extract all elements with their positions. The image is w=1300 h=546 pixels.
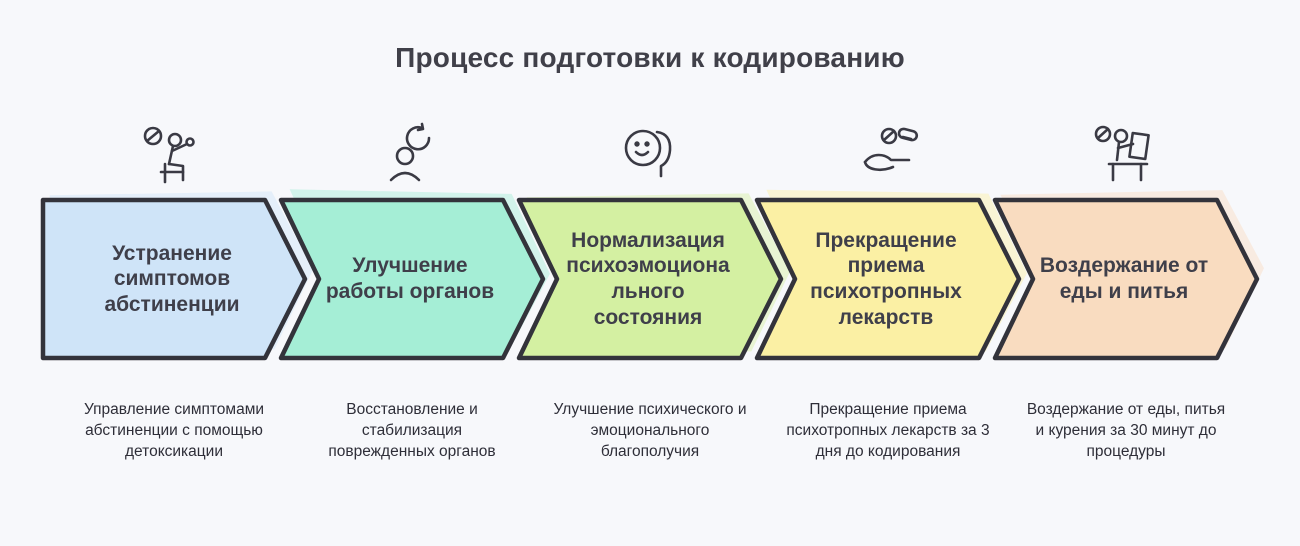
process-step-2: Улучшение работы органов Восстановление … bbox=[277, 108, 550, 463]
step-3-description: Улучшение психического и эмоционального … bbox=[553, 401, 747, 460]
chevron-shape-1 bbox=[40, 197, 308, 361]
chevron-step-4: Прекращение приема психотропных лекарств bbox=[753, 189, 1027, 366]
step-1-title: Устранение симптомов абстиненции bbox=[104, 241, 240, 316]
step-5-description: Воздержание от еды, питья и курения за 3… bbox=[1026, 401, 1226, 460]
step-4-title: Прекращение приема психотропных лекарств bbox=[810, 228, 962, 329]
step-3-title: Нормализация психоэмоционального состоян… bbox=[566, 228, 730, 329]
chevron-step-1: Устранение симптомов абстиненции bbox=[39, 191, 313, 366]
step-2-description: Восстановление и стабилизация поврежденн… bbox=[328, 401, 496, 460]
step-5-title: Воздержание от еды и питья bbox=[1039, 254, 1209, 303]
chevron-step-3: Нормализация психоэмоционального состоян… bbox=[515, 193, 790, 366]
process-step-4: Прекращение приема психотропных лекарств… bbox=[753, 108, 1027, 463]
person-reading-table-icon bbox=[991, 108, 1261, 196]
head-smile-icon bbox=[515, 108, 785, 196]
pills-person-sitting-icon bbox=[39, 108, 309, 196]
process-step-5: Воздержание от еды и питья Воздержание о… bbox=[991, 108, 1264, 463]
step-1-description: Управление симптомами абстиненции с помо… bbox=[83, 401, 265, 460]
process-steps-row: Устранение симптомов абстиненции Управле… bbox=[0, 108, 1300, 463]
chevron-shape-4 bbox=[754, 197, 1022, 361]
page-title: Процесс подготовки к кодированию bbox=[395, 42, 905, 73]
step-4-description: Прекращение приема психотропных лекарств… bbox=[786, 401, 990, 460]
chevron-step-2: Улучшение работы органов bbox=[277, 189, 550, 366]
step-2-title: Улучшение работы органов bbox=[325, 254, 495, 303]
hand-pills-icon bbox=[753, 108, 1023, 196]
process-step-3: Нормализация психоэмоционального состоян… bbox=[515, 108, 790, 463]
person-refresh-icon bbox=[277, 108, 547, 196]
process-step-1: Устранение симптомов абстиненции Управле… bbox=[39, 108, 313, 463]
chevron-step-5: Воздержание от еды и питья bbox=[991, 190, 1264, 366]
chevron-shape-3 bbox=[516, 197, 784, 361]
chevron-shape-2 bbox=[278, 197, 546, 361]
chevron-shape-5 bbox=[992, 197, 1260, 361]
